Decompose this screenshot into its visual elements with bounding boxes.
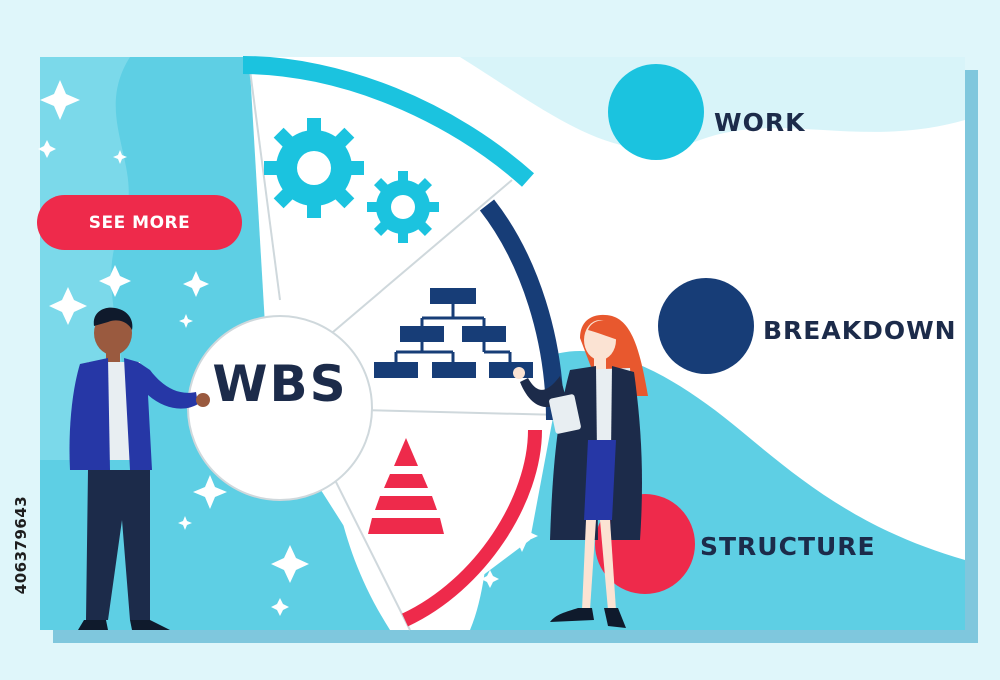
gear-icon [264, 118, 364, 218]
work-dot [608, 64, 704, 160]
sparkle-icon [38, 140, 56, 158]
arc-red [402, 429, 542, 627]
sparkle-icon [49, 287, 87, 325]
top-blob [460, 57, 965, 149]
breakdown-dot [658, 278, 754, 374]
sparkle-icon [179, 314, 193, 328]
gear-icon [367, 171, 439, 243]
stock-id-watermark: 406379643 [4, 440, 38, 650]
woman-figure [513, 314, 648, 628]
sparkle-icon [178, 516, 192, 530]
sparkle-icon [271, 598, 289, 616]
see-more-button[interactable]: SEE MORE [37, 195, 242, 250]
term-structure: STRUCTURE [700, 532, 876, 561]
sparkle-icon [481, 570, 499, 588]
stock-id-text: 406379643 [12, 495, 30, 595]
sparkle-icon [271, 545, 309, 583]
center-circle [187, 315, 373, 501]
man-figure [69, 307, 210, 630]
sparkle-icon [113, 150, 127, 164]
sparkle-icon [99, 265, 131, 297]
pyramid-icon [368, 438, 444, 534]
wbs-title: WBS [212, 355, 348, 413]
sparkle-icon [183, 271, 209, 297]
sparkle-icon [193, 475, 227, 509]
term-breakdown: BREAKDOWN [763, 316, 957, 345]
term-work: WORK [714, 108, 806, 137]
sparkle-icon [40, 80, 80, 120]
arc-cyan [242, 56, 535, 187]
